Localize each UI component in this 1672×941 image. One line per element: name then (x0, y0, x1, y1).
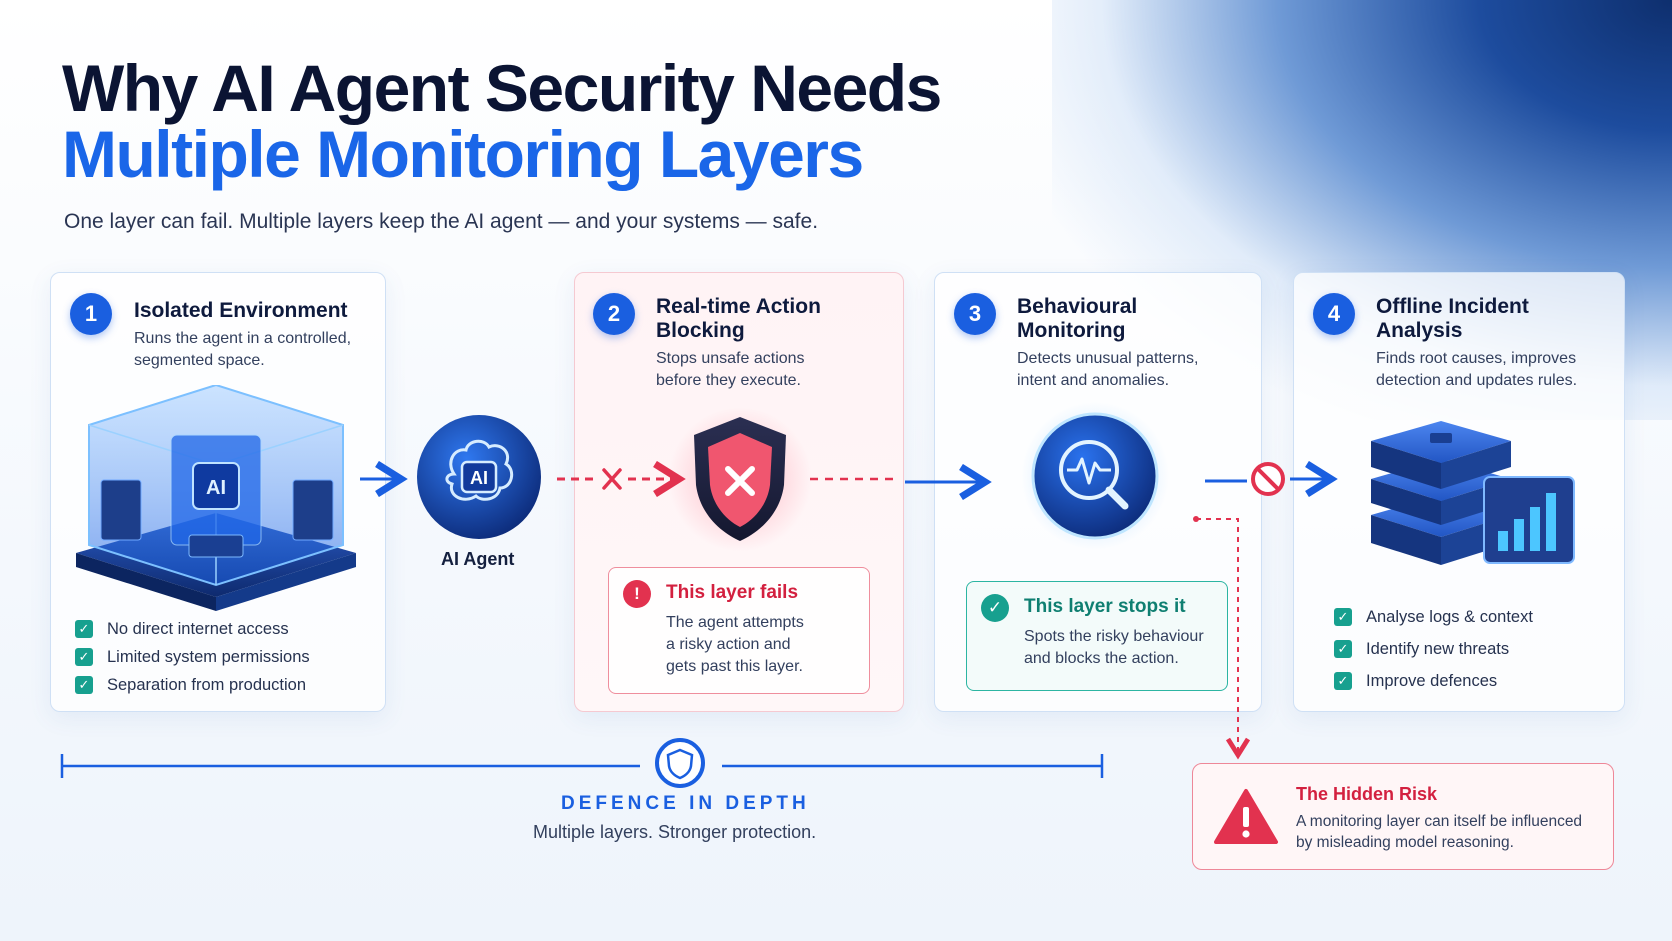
status-title: This layer stops it (1024, 596, 1186, 617)
layer-description: Finds root causes, improves detection an… (1376, 350, 1578, 389)
defence-shield-badge (655, 738, 705, 788)
defence-in-depth-subtitle: Multiple layers. Stronger protection. (533, 822, 817, 842)
alert-circle-icon: ! (623, 580, 651, 608)
check-item: ✓Identify new threats (1334, 633, 1533, 665)
check-item: ✓No direct internet access (75, 615, 310, 643)
defence-in-depth-bracket (60, 738, 1104, 788)
layer-checklist: ✓Analyse logs & context ✓Identify new th… (1334, 601, 1533, 697)
layer-title: Offline Incident Analysis (1376, 295, 1529, 342)
ai-agent-badge-text: AI (470, 468, 488, 488)
layer-number-badge: 2 (593, 293, 635, 335)
hidden-risk-box: The Hidden Risk A monitoring layer can i… (1192, 763, 1614, 870)
layer-title: Behavioural Monitoring (1017, 295, 1138, 342)
page-title-line2: Multiple Monitoring Layers (62, 117, 864, 191)
status-title: This layer fails (666, 582, 799, 603)
layer-number-badge: 1 (70, 293, 112, 335)
small-shield-icon (666, 748, 694, 780)
checkmark-icon: ✓ (1334, 608, 1352, 626)
checkmark-icon: ✓ (75, 620, 93, 638)
magnifier-pulse-icon (1021, 402, 1169, 550)
layer-card-behavioural-monitoring: 3 Behavioural Monitoring Detects unusual… (934, 272, 1262, 712)
svg-text:AI: AI (206, 477, 226, 499)
layer-number-badge: 3 (954, 293, 996, 335)
layer-description: Runs the agent in a controlled, segmente… (134, 330, 352, 369)
hidden-risk-title: The Hidden Risk (1296, 784, 1438, 804)
check-item: ✓Separation from production (75, 671, 310, 699)
shield-x-icon (668, 407, 812, 551)
check-item: ✓Analyse logs & context (1334, 601, 1533, 633)
status-box-layer-fails: ! This layer fails The agent attempts a … (608, 567, 870, 694)
layer-title: Real-time Action Blocking (656, 295, 821, 342)
checkmark-icon: ✓ (75, 676, 93, 694)
checkmark-icon: ✓ (1334, 640, 1352, 658)
ai-agent-label: AI Agent (441, 549, 515, 569)
layer-card-realtime-action-blocking: 2 Real-time Action Blocking Stops unsafe… (574, 272, 904, 712)
isolated-datacenter-icon: AI (76, 385, 356, 611)
layer-title: Isolated Environment (134, 299, 348, 322)
status-text: Spots the risky behaviour and blocks the… (1024, 628, 1204, 667)
status-box-layer-stops-it: ✓ This layer stops it Spots the risky be… (966, 581, 1228, 691)
hidden-risk-text: A monitoring layer can itself be influen… (1296, 813, 1583, 851)
layer-checklist: ✓No direct internet access ✓Limited syst… (75, 615, 310, 699)
page-title-line1: Why AI Agent Security Needs (62, 51, 942, 125)
status-text: The agent attempts a risky action and ge… (666, 614, 804, 675)
check-item: ✓Limited system permissions (75, 643, 310, 671)
layer-card-isolated-environment: 1 Isolated Environment Runs the agent in… (50, 272, 386, 712)
check-item: ✓Improve defences (1334, 665, 1533, 697)
layer-description: Stops unsafe actions before they execute… (656, 350, 805, 389)
check-circle-icon: ✓ (981, 594, 1009, 622)
layer-card-offline-incident-analysis: 4 Offline Incident Analysis Finds root c… (1293, 272, 1625, 712)
checkmark-icon: ✓ (1334, 672, 1352, 690)
checkmark-icon: ✓ (75, 648, 93, 666)
layer-description: Detects unusual patterns, intent and ano… (1017, 350, 1199, 389)
page-subtitle: One layer can fail. Multiple layers keep… (64, 210, 819, 233)
defence-in-depth-title: DEFENCE IN DEPTH (561, 793, 810, 814)
ai-agent-brain-icon: AI (417, 415, 541, 539)
layer-number-badge: 4 (1313, 293, 1355, 335)
warning-triangle-icon (1214, 789, 1278, 844)
server-chart-icon (1371, 421, 1575, 565)
